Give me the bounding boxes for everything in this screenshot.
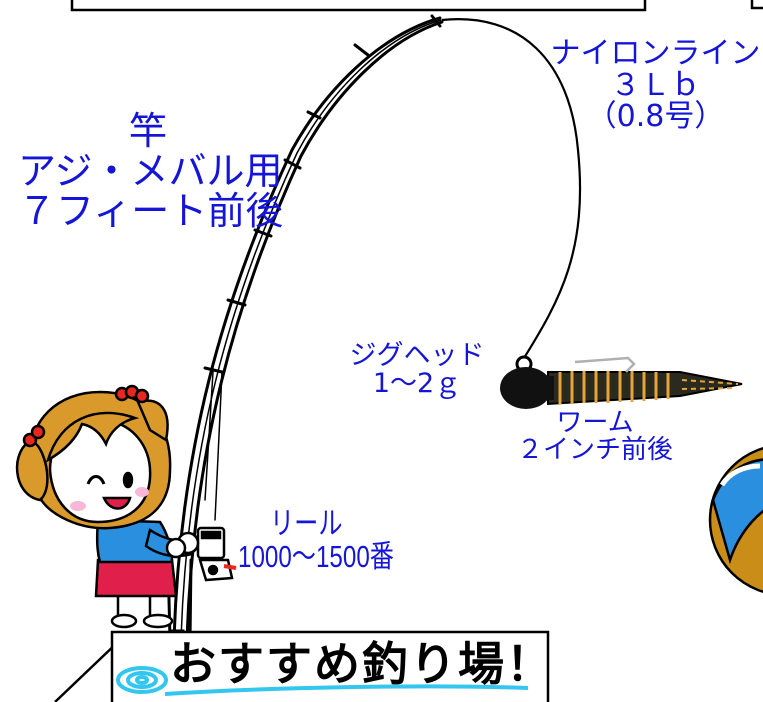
girl-character-icon — [15, 384, 200, 629]
jighead-label-line1: ジグヘッド — [349, 340, 485, 371]
swirl-icon — [116, 666, 168, 694]
ground-line — [54, 639, 121, 702]
worm-label-line1: ワーム — [556, 408, 634, 438]
jighead-label: ジグヘッド 1～2ｇ — [332, 340, 502, 400]
top-frame — [70, 0, 763, 12]
line-label-line3: （0.8号） — [586, 99, 725, 134]
line-label-line1: ナイロンライン — [550, 36, 761, 71]
jighead-icon — [500, 355, 554, 409]
fishing-line — [441, 18, 582, 359]
rod-label-line2: アジ・メバル用 — [18, 148, 283, 193]
line-label-line2: ３Ｌｂ — [610, 67, 701, 103]
worm-lure-icon — [547, 356, 743, 406]
worm-label: ワーム ２インチ前後 — [500, 408, 690, 466]
reel-label-line2: 1000～1500番 — [238, 538, 394, 574]
worm-label-line2: ２インチ前後 — [516, 435, 673, 466]
spinning-reel-icon — [186, 526, 237, 582]
jighead-label-line2: 1～2ｇ — [372, 368, 462, 400]
ball-icon — [708, 447, 763, 593]
rod-label-line1: 竿 — [128, 109, 167, 153]
rod-label-line3: ７フィート前後 — [18, 188, 284, 233]
rod-label: 竿 アジ・メバル用 ７フィート前後 — [18, 109, 284, 233]
banner-box — [110, 630, 550, 702]
banner-title: おすすめ釣り場！ — [170, 637, 554, 691]
line-label: ナイロンライン ３Ｌｂ （0.8号） — [548, 38, 763, 133]
reel-label-line1: リール — [269, 506, 343, 541]
reel-label: リール 1000～1500番 — [238, 506, 394, 574]
